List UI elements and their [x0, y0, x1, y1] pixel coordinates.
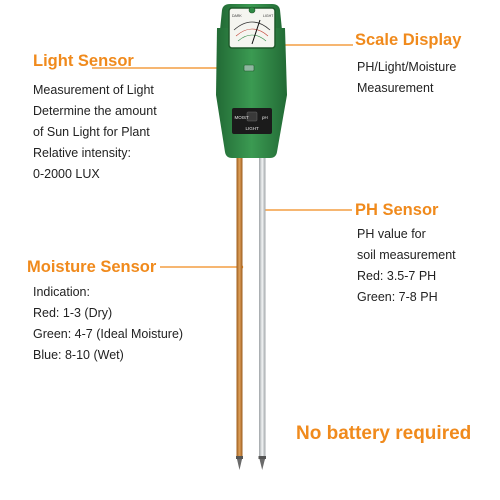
moisture-sensor-line: Green: 4-7 (Ideal Moisture): [33, 327, 184, 341]
scale-display-title: Scale Display: [355, 31, 462, 49]
light-sensor-description: Measurement of Light Determine the amoun…: [33, 80, 157, 185]
ph-sensor-line: PH value for: [357, 227, 426, 241]
calibration-screw-icon: [248, 6, 256, 14]
meter-body: MOIST pH LIGHT DARK LIGHT: [216, 4, 287, 158]
dial-label-light: LIGHT: [263, 14, 274, 18]
steel-probe: [258, 155, 266, 470]
mode-switch-toggle: [246, 111, 258, 122]
light-sensor-line: Determine the amount: [33, 104, 157, 118]
moisture-sensor-line: Red: 1-3 (Dry): [33, 306, 113, 320]
ph-sensor-line: Red: 3.5-7 PH: [357, 269, 437, 283]
no-battery-banner: No battery required: [296, 423, 472, 444]
scale-arc: [233, 21, 271, 31]
moisture-sensor-line: Blue: 8-10 (Wet): [33, 348, 124, 362]
light-sensor-window: [243, 64, 255, 72]
switch-label-ph: pH: [262, 115, 268, 120]
light-sensor-title: Light Sensor: [33, 52, 134, 70]
ph-sensor-description: PH value for soil measurement Red: 3.5-7…: [357, 224, 456, 308]
ph-sensor-line: Green: 7-8 PH: [357, 290, 438, 304]
light-sensor-line: Measurement of Light: [33, 83, 154, 97]
ph-sensor-line: soil measurement: [357, 248, 456, 262]
switch-label-moist: MOIST: [235, 115, 250, 120]
dial-label-dark: DARK: [232, 14, 242, 18]
moisture-sensor-description: Indication: Red: 1-3 (Dry) Green: 4-7 (I…: [33, 282, 183, 366]
light-sensor-line: of Sun Light for Plant: [33, 125, 150, 139]
moisture-sensor-title: Moisture Sensor: [27, 258, 157, 276]
light-sensor-line: Relative intensity:: [33, 146, 131, 160]
switch-label-light: LIGHT: [246, 126, 260, 131]
scale-display-line: Measurement: [357, 81, 434, 95]
ph-sensor-title: PH Sensor: [355, 201, 439, 219]
light-sensor-line: 0-2000 LUX: [33, 167, 100, 181]
copper-probe: [236, 155, 243, 470]
scale-needle: [251, 19, 261, 45]
scale-display-line: PH/Light/Moisture: [357, 60, 457, 74]
scale-display-description: PH/Light/Moisture Measurement: [357, 57, 456, 99]
moisture-sensor-line: Indication:: [33, 285, 90, 299]
